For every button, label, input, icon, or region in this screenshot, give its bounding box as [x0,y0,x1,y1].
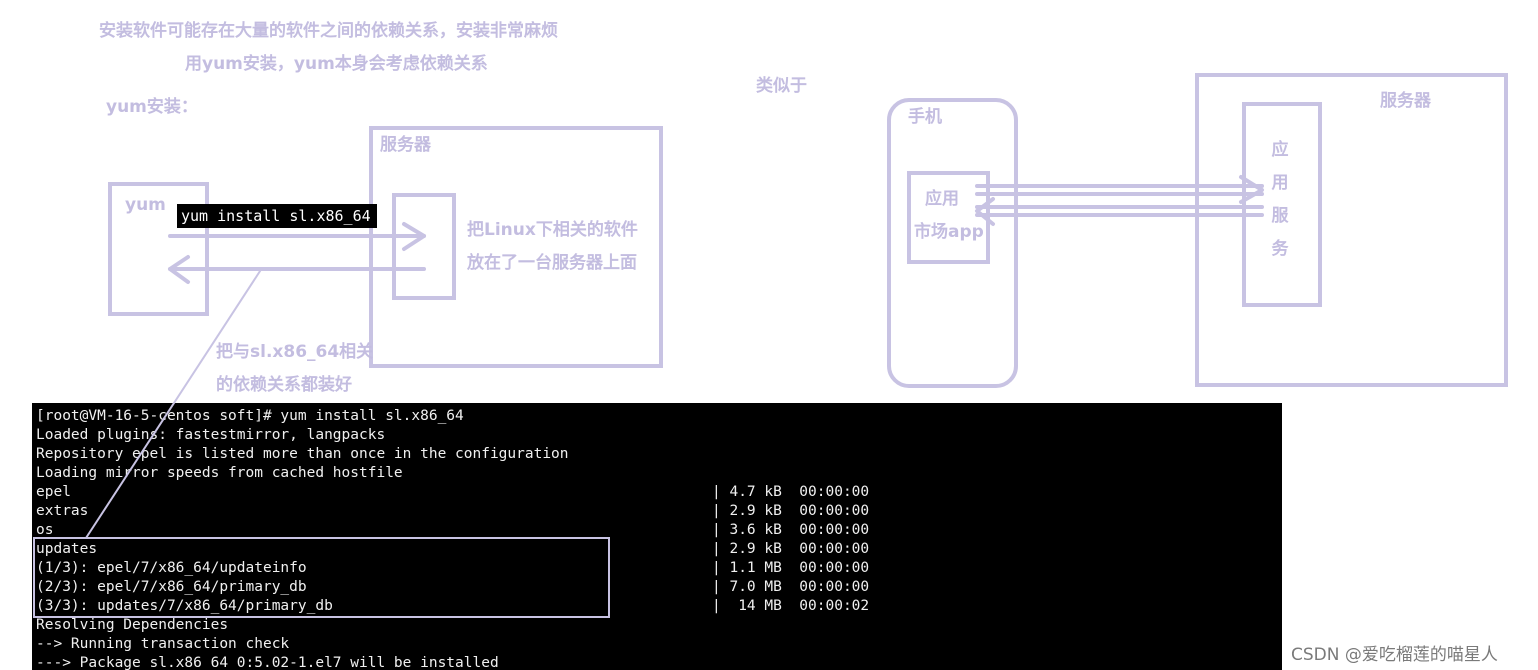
terminal-line-text: (1/3): epel/7/x86_64/updateinfo [36,560,307,576]
phone-box [887,98,1018,388]
terminal-line: Loaded plugins: fastestmirror, langpacks [36,426,1276,445]
app-service-char-4: 务 [1271,239,1289,259]
similar-to-label: 类似于 [756,76,807,96]
server-inner-box [392,193,456,300]
app-service-char-2: 用 [1271,173,1289,193]
server2-box [1195,73,1508,387]
server-box-label: 服务器 [380,135,431,155]
terminal-line-stats: | 3.6 kB 00:00:00 [712,522,870,538]
dependency-note-line1: 把与sl.x86_64相关 [216,342,374,362]
terminal-line-text: (3/3): updates/7/x86_64/primary_db [36,598,333,614]
server-desc-line1: 把Linux下相关的软件 [467,220,638,240]
terminal-line-stats: | 4.7 kB 00:00:00 [712,484,870,500]
app-market-line1: 应用 [925,189,959,209]
terminal-line-stats: | 14 MB 00:00:02 [712,598,870,614]
app-market-box [907,171,990,264]
terminal-line: [root@VM-16-5-centos soft]# yum install … [36,407,1276,426]
terminal-line: os | 3.6 kB 00:00:00 [36,521,1276,540]
server-box [369,126,663,368]
yum-command-label: yum install sl.x86_64 [177,204,377,228]
terminal-line: Resolving Dependencies [36,616,1276,635]
terminal-line-text: Repository epel is listed more than once… [36,446,569,462]
terminal-line-stats: | 7.0 MB 00:00:00 [712,579,870,595]
top-note-line2: 用yum安装，yum本身会考虑依赖关系 [185,54,488,74]
app-market-line2: 市场app [914,222,984,242]
terminal-line: Loading mirror speeds from cached hostfi… [36,464,1276,483]
terminal-line: updates | 2.9 kB 00:00:00 [36,540,1276,559]
terminal-line-stats: | 2.9 kB 00:00:00 [712,503,870,519]
terminal-line: epel | 4.7 kB 00:00:00 [36,483,1276,502]
terminal-line-stats: | 1.1 MB 00:00:00 [712,560,870,576]
terminal-line-text: (2/3): epel/7/x86_64/primary_db [36,579,307,595]
terminal-line: Repository epel is listed more than once… [36,445,1276,464]
terminal-line-text: --> Running transaction check [36,636,290,652]
terminal-line-text: epel [36,484,71,500]
dependency-note-line2: 的依赖关系都装好 [216,375,352,395]
terminal-line-text: extras [36,503,89,519]
terminal-window: [root@VM-16-5-centos soft]# yum install … [32,403,1282,670]
terminal-line-text: ---> Package sl.x86_64 0:5.02-1.el7 will… [36,655,499,670]
csdn-watermark: CSDN @爱吃榴莲的喵星人 [1291,645,1498,665]
yum-box-label: yum [125,195,166,215]
phone-label: 手机 [908,107,942,127]
terminal-line: (1/3): epel/7/x86_64/updateinfo | 1.1 MB … [36,559,1276,578]
app-service-box [1242,102,1322,307]
terminal-line: (3/3): updates/7/x86_64/primary_db | 14 M… [36,597,1276,616]
terminal-line-text: Resolving Dependencies [36,617,229,633]
app-service-char-3: 服 [1271,206,1289,226]
terminal-line-text: updates [36,541,98,557]
terminal-line: extras | 2.9 kB 00:00:00 [36,502,1276,521]
terminal-line-stats: | 2.9 kB 00:00:00 [712,541,870,557]
terminal-line-text: os [36,522,54,538]
terminal-line: (2/3): epel/7/x86_64/primary_db | 7.0 MB … [36,578,1276,597]
top-note-line1: 安装软件可能存在大量的软件之间的依赖关系，安装非常麻烦 [99,21,558,41]
terminal-line-text: Loaded plugins: fastestmirror, langpacks [36,427,386,443]
server-desc-line2: 放在了一台服务器上面 [467,253,637,273]
server2-label: 服务器 [1380,91,1431,111]
yum-install-heading: yum安装： [106,97,198,117]
terminal-line-text: Loading mirror speeds from cached hostfi… [36,465,403,481]
app-service-char-1: 应 [1271,140,1289,160]
terminal-line-text: [root@VM-16-5-centos soft]# yum install … [36,408,464,424]
terminal-line: --> Running transaction check [36,635,1276,654]
terminal-line: ---> Package sl.x86_64 0:5.02-1.el7 will… [36,654,1276,670]
